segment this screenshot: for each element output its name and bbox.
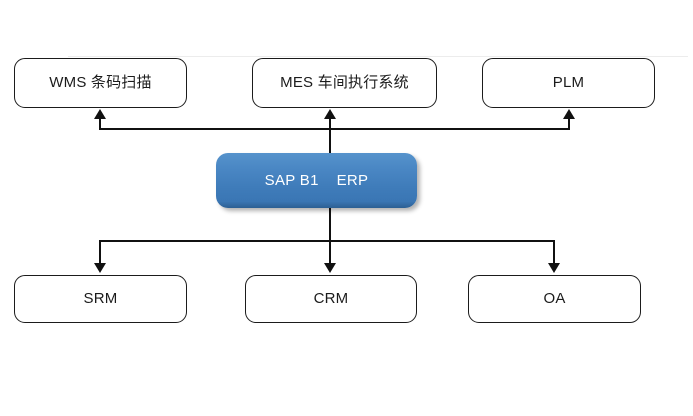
arrow-up-plm-icon	[563, 109, 575, 119]
node-crm-label: CRM	[313, 290, 349, 307]
arrow-down-crm-icon	[324, 263, 336, 273]
connector-bus-to-wms	[99, 118, 101, 130]
downstream-bus-line	[99, 240, 555, 242]
node-srm[interactable]: SRM	[14, 275, 187, 323]
upstream-bus-line	[99, 128, 570, 130]
node-srm-label: SRM	[83, 290, 118, 307]
node-mes-label: MES 车间执行系统	[280, 74, 409, 91]
connector-erp-to-upstream-bus	[329, 128, 331, 155]
connector-bus-to-plm	[568, 118, 570, 130]
connector-bus-to-mes	[329, 118, 331, 130]
node-oa-label: OA	[543, 290, 566, 307]
node-sap-b1-erp[interactable]: SAP B1 ERP	[216, 153, 417, 208]
connector-bus-to-crm	[329, 240, 331, 264]
header-divider-line	[68, 56, 688, 57]
connector-erp-to-downstream-bus	[329, 208, 331, 242]
node-crm[interactable]: CRM	[245, 275, 417, 323]
arrow-down-oa-icon	[548, 263, 560, 273]
node-wms[interactable]: WMS 条码扫描	[14, 58, 187, 108]
arrow-down-srm-icon	[94, 263, 106, 273]
arrow-up-wms-icon	[94, 109, 106, 119]
node-mes[interactable]: MES 车间执行系统	[252, 58, 437, 108]
connector-bus-to-oa	[553, 240, 555, 264]
arrow-up-mes-icon	[324, 109, 336, 119]
node-oa[interactable]: OA	[468, 275, 641, 323]
node-sap-b1-erp-label: SAP B1 ERP	[264, 172, 369, 189]
connector-bus-to-srm	[99, 240, 101, 264]
node-wms-label: WMS 条码扫描	[49, 74, 152, 91]
node-plm-label: PLM	[552, 74, 585, 91]
node-plm[interactable]: PLM	[482, 58, 655, 108]
